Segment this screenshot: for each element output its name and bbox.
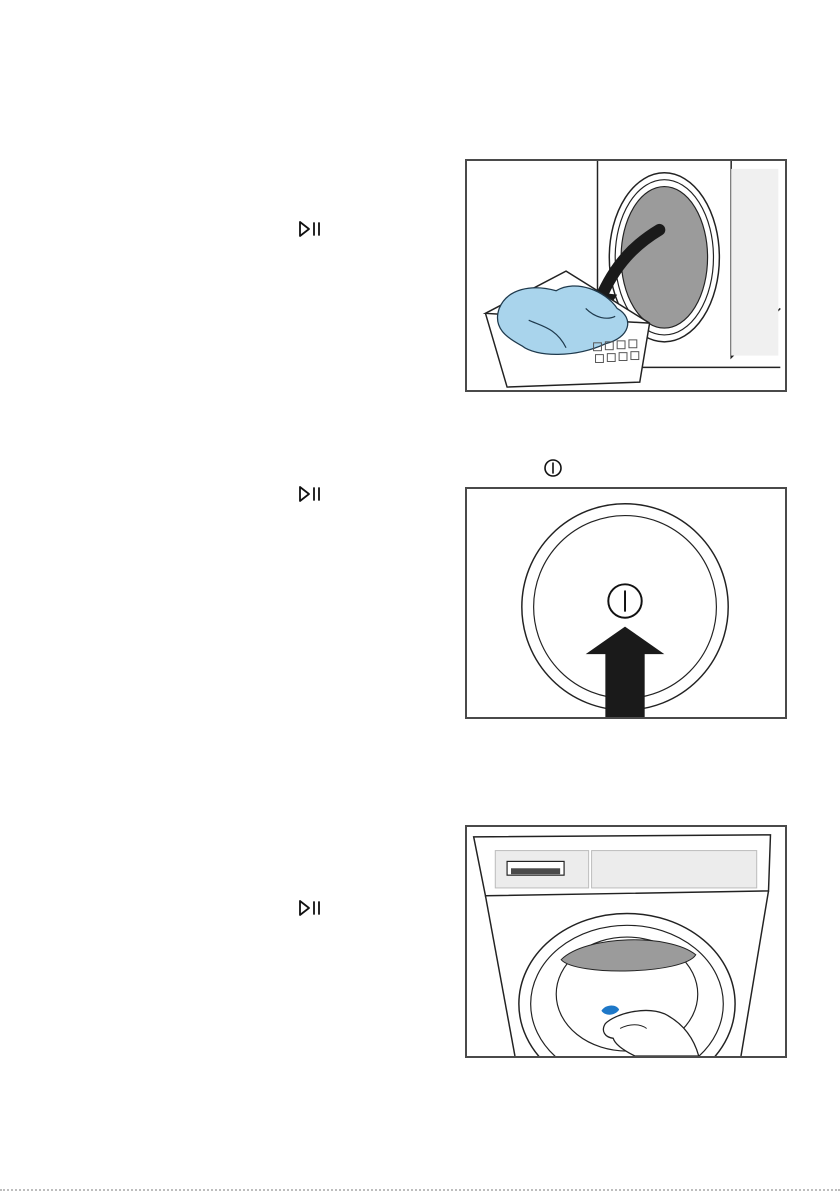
start-pause-icon xyxy=(298,219,324,239)
laundry-basket-into-drum-icon xyxy=(467,161,785,390)
press-power-button-illustration xyxy=(465,487,787,719)
start-pause-icon xyxy=(298,898,324,918)
page-bottom-rule xyxy=(0,1189,840,1191)
power-icon xyxy=(543,458,563,478)
start-pause-icon xyxy=(298,484,324,504)
power-button-press-icon xyxy=(467,489,785,717)
open-door-illustration xyxy=(465,825,787,1058)
load-laundry-illustration xyxy=(465,159,787,392)
washer-door-open-hand-icon xyxy=(467,827,785,1056)
